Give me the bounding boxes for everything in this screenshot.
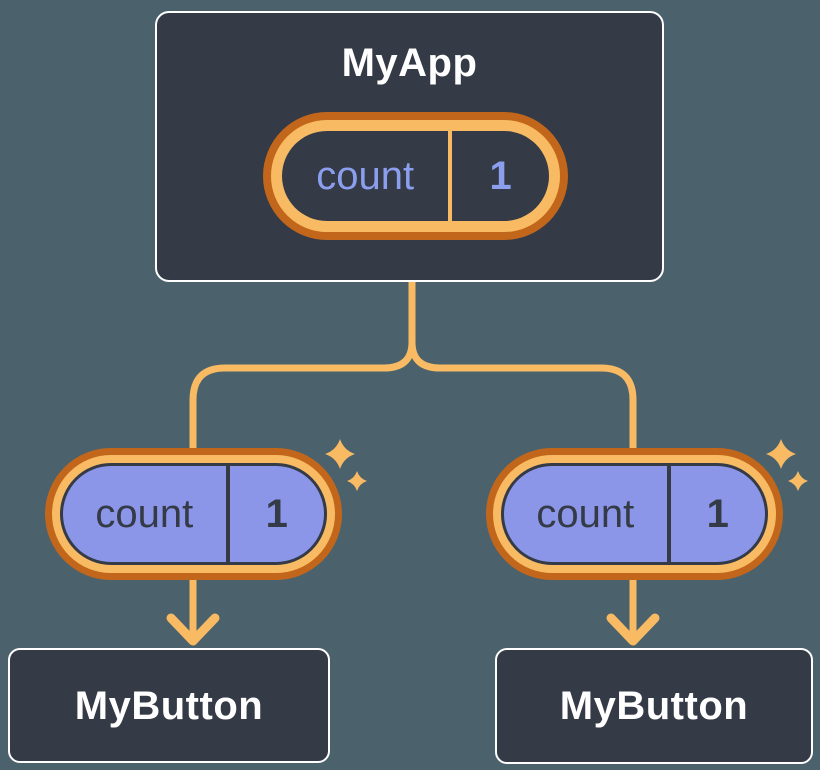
sparkle-icon <box>788 471 808 491</box>
prop-pill-left: count 1 <box>45 448 342 580</box>
prop-pill-right: count 1 <box>486 448 783 580</box>
prop-name: count <box>95 491 194 536</box>
component-title: MyButton <box>74 683 264 728</box>
branch-line-left <box>189 277 416 456</box>
pill-divider <box>225 466 230 562</box>
arrow-left-head <box>166 613 220 646</box>
sparkle-icon <box>766 439 796 469</box>
state-pill: count 1 <box>263 112 568 240</box>
sparkle-icon <box>325 439 355 469</box>
component-title: MyButton <box>559 684 749 728</box>
component-title: MyApp <box>341 41 478 85</box>
myapp-component-box: MyApp count 1 <box>155 11 664 282</box>
pill-divider <box>666 466 671 562</box>
prop-value: 1 <box>265 491 288 536</box>
state-pill-body: count 1 <box>282 131 549 221</box>
state-value: 1 <box>489 153 512 198</box>
prop-pill-body: count 1 <box>501 463 768 565</box>
prop-name: count <box>536 491 635 536</box>
state-name: count <box>316 153 415 198</box>
prop-value: 1 <box>706 491 729 536</box>
prop-pill-body: count 1 <box>60 463 327 565</box>
branch-line-right <box>408 277 637 456</box>
mybutton-component-box-left: MyButton <box>8 648 330 763</box>
pill-divider <box>448 131 453 221</box>
sparkle-icon <box>347 471 367 491</box>
mybutton-component-box-right: MyButton <box>495 648 813 764</box>
arrow-right-head <box>606 613 660 646</box>
